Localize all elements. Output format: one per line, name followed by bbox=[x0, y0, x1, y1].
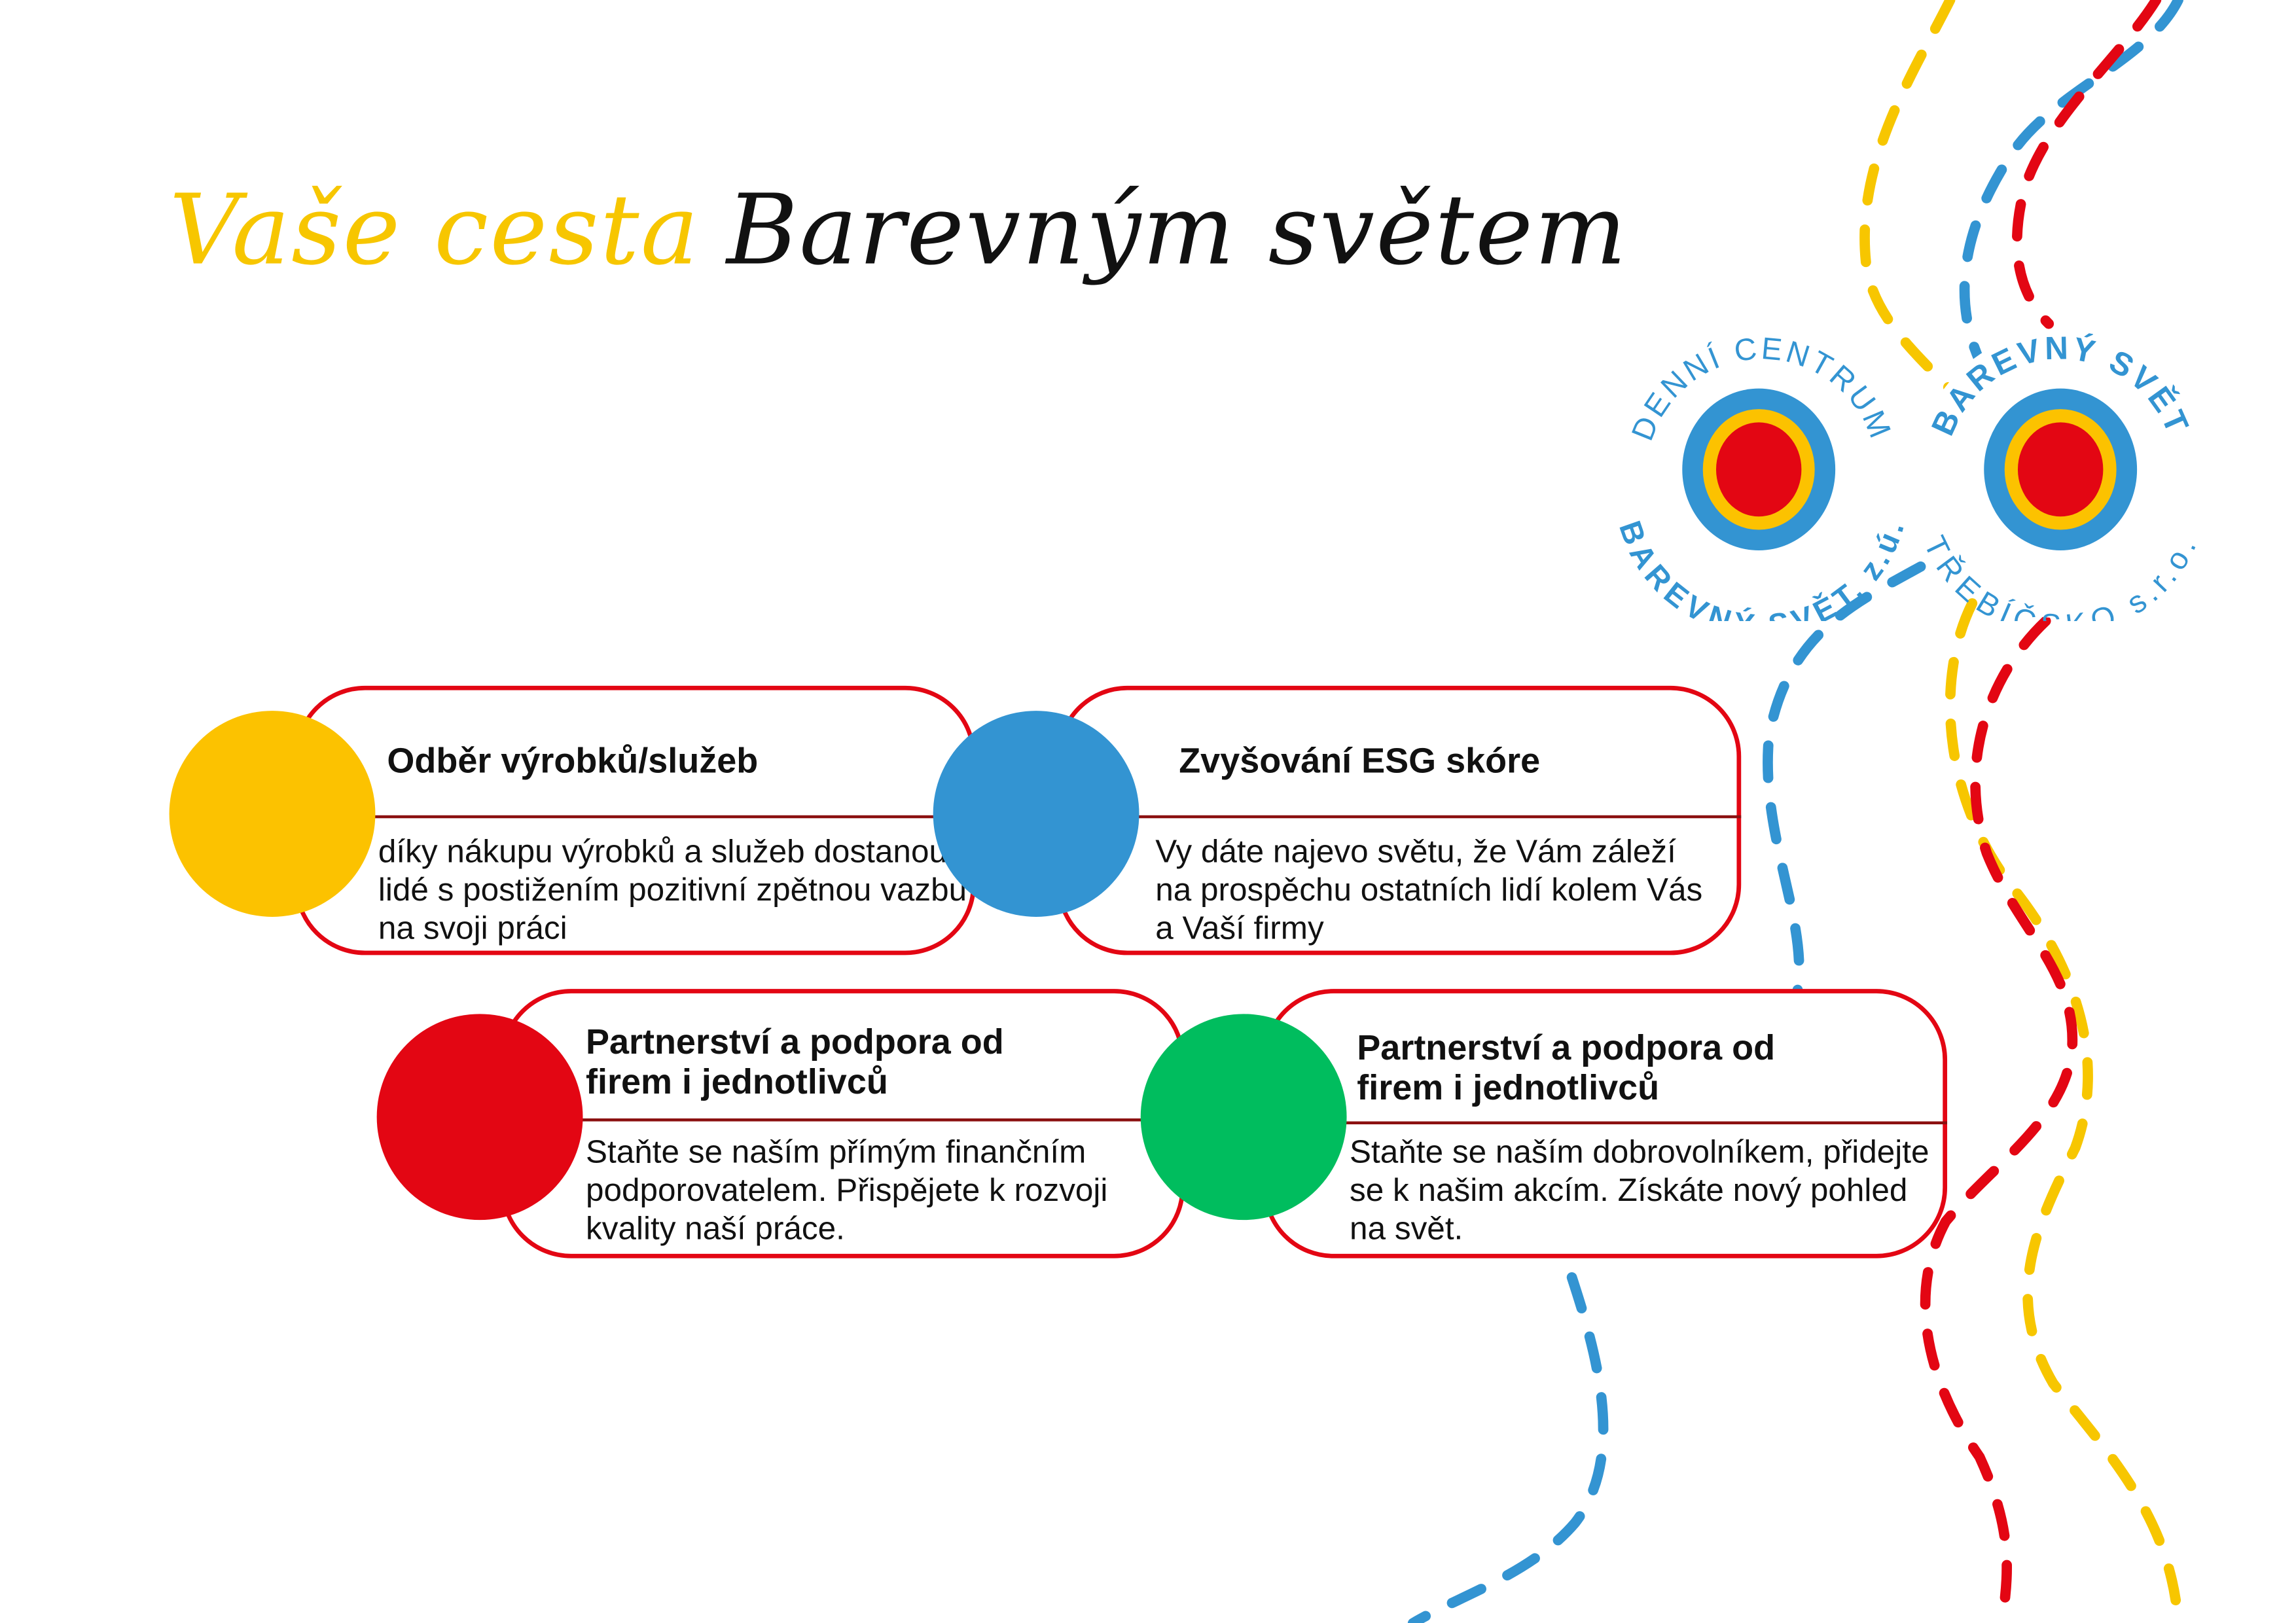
card-esg-score: Zvyšování ESG skóre Vy dáte najevo světu… bbox=[1056, 685, 1742, 955]
card-text: díky nákupu výrobků a služeb dostanou li… bbox=[378, 832, 967, 946]
card-text: Staňte se naším přímým finančním podporo… bbox=[585, 1133, 1108, 1247]
title-part-2: Barevným světem bbox=[726, 173, 1628, 287]
card-title: Odběr výrobků/služeb bbox=[387, 741, 759, 782]
card-text: Staňte se naším dobrovolníkem, přidejte … bbox=[1350, 1133, 1929, 1247]
red-dashed-path bbox=[1920, 0, 2162, 1623]
green-circle bbox=[1140, 1014, 1347, 1221]
divider bbox=[1329, 1121, 1948, 1125]
yellow-dashed-path bbox=[1859, 0, 2183, 1623]
logo-barevny-svet-trebicsko: BAREVNÝ SVĚT TŘEBÍČSKO s.r.o. bbox=[1916, 329, 2205, 621]
card-title: Partnerství a podpora od firem i jednotl… bbox=[585, 1022, 1004, 1103]
card-text: Vy dáte najevo světu, že Vám záleží na p… bbox=[1155, 832, 1703, 946]
logo-denni-centrum: DENNÍ CENTRUM BAREVNÝ SVĚT, z.ú. bbox=[1615, 329, 1909, 621]
divider bbox=[360, 815, 979, 819]
card-volunteering: Partnerství a podpora od firem i jednotl… bbox=[1263, 989, 1948, 1258]
title-part-1: Vaše cesta bbox=[169, 173, 700, 287]
card-title: Zvyšování ESG skóre bbox=[1179, 741, 1541, 782]
card-title: Partnerství a podpora od firem i jednotl… bbox=[1357, 1028, 1776, 1109]
divider bbox=[566, 1118, 1185, 1122]
card-product-purchase: Odběr výrobků/služeb díky nákupu výrobků… bbox=[294, 685, 979, 955]
card-financial-partnership: Partnerství a podpora od firem i jednotl… bbox=[500, 989, 1185, 1258]
blue-circle bbox=[933, 711, 1139, 917]
blue-dashed-path bbox=[1407, 0, 2183, 1623]
divider bbox=[1122, 815, 1742, 819]
yellow-circle bbox=[169, 711, 376, 917]
red-circle bbox=[376, 1014, 583, 1221]
